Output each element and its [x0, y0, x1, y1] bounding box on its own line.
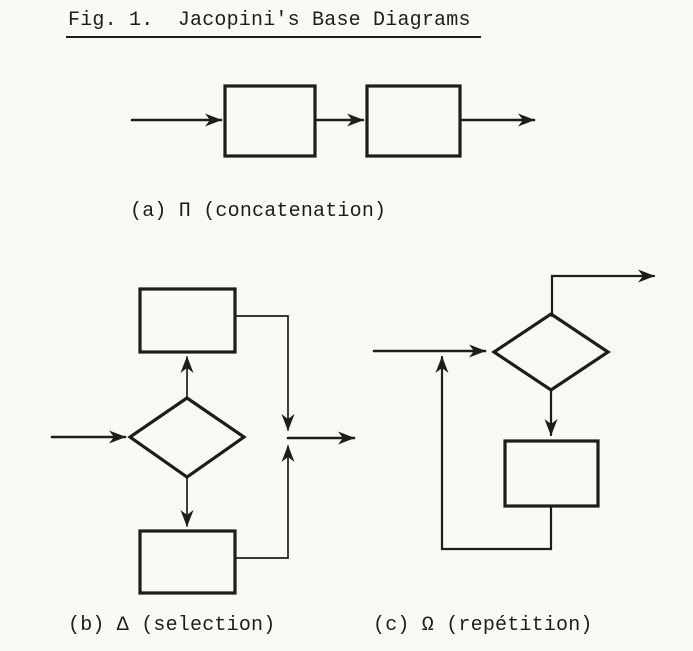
diagram-selection — [50, 287, 356, 595]
figure-title: Fig. 1. Jacopini's Base Diagrams — [66, 9, 481, 38]
process-box-2 — [365, 84, 462, 158]
caption-concatenation: (a) Π (concatenation) — [130, 200, 387, 223]
decision-diamond — [491, 312, 611, 392]
process-box-bottom — [138, 529, 237, 595]
decision-diamond — [127, 396, 247, 479]
loop-back-path — [435, 355, 553, 551]
process-box-top — [138, 287, 237, 354]
caption-selection: (b) Δ (selection) — [68, 614, 276, 637]
diagram-repetition — [372, 269, 656, 551]
join-from-top-path — [234, 315, 295, 431]
flow-arrow-out — [550, 269, 656, 318]
process-box-1 — [223, 84, 317, 158]
caption-repetition: (c) Ω (repétition) — [373, 614, 593, 637]
process-box — [503, 439, 600, 508]
diagram-concatenation — [130, 84, 536, 158]
join-from-bottom-path — [234, 445, 295, 559]
